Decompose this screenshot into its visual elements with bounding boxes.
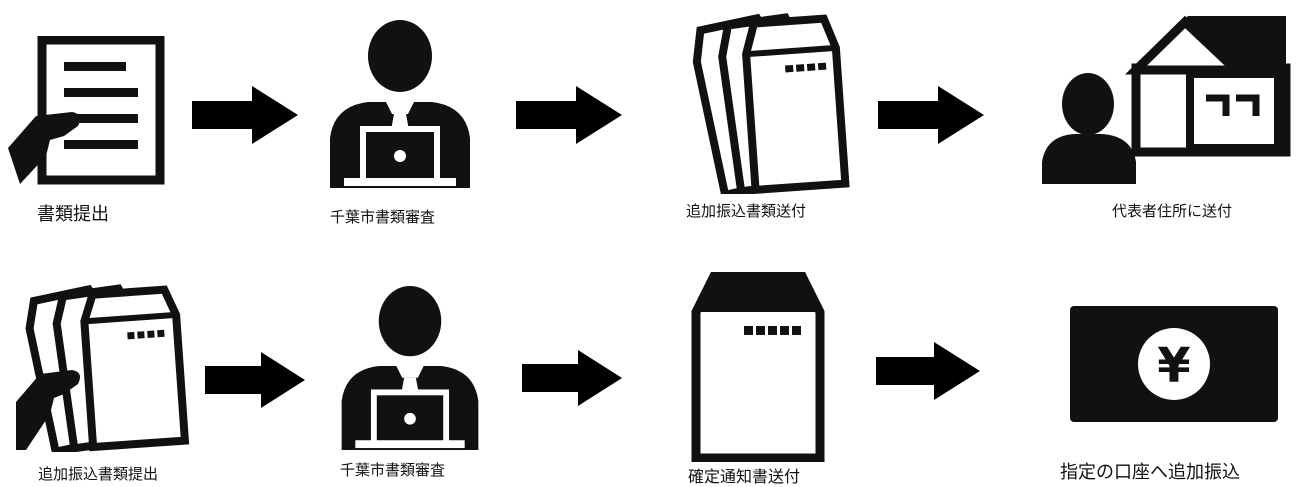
house-person-icon <box>1042 15 1291 184</box>
step-label-city-review: 千葉市書類審査 <box>330 208 436 226</box>
document-icon <box>8 36 165 185</box>
step-label-submit-additional-docs: 追加振込書類提出 <box>38 465 159 483</box>
step-label-city-review: 千葉市書類審査 <box>340 461 446 479</box>
envelopes-icon <box>692 13 850 194</box>
reviewer-icon <box>341 285 479 450</box>
yen-banknote-icon: ¥ <box>1070 306 1278 422</box>
arrow-right-icon <box>205 352 305 408</box>
step-label-document-submit: 書類提出 <box>37 204 109 225</box>
step-label-additional-transfer: 指定の口座へ追加振込 <box>1060 462 1240 483</box>
arrow-right-icon <box>878 86 984 144</box>
arrow-right-icon <box>876 342 980 400</box>
step-label-send-confirmation: 確定通知書送付 <box>688 467 801 486</box>
reviewer-icon <box>330 20 470 188</box>
arrow-right-icon <box>522 350 622 406</box>
step-label-send-additional-docs: 追加振込書類送付 <box>686 202 807 220</box>
yen-symbol: ¥ <box>1157 338 1190 394</box>
envelopes-icon <box>16 284 190 452</box>
arrow-right-icon <box>192 86 298 144</box>
arrow-right-icon <box>516 86 622 144</box>
step-label-send-to-representative: 代表者住所に送付 <box>1112 202 1233 220</box>
envelope-icon <box>691 272 825 462</box>
